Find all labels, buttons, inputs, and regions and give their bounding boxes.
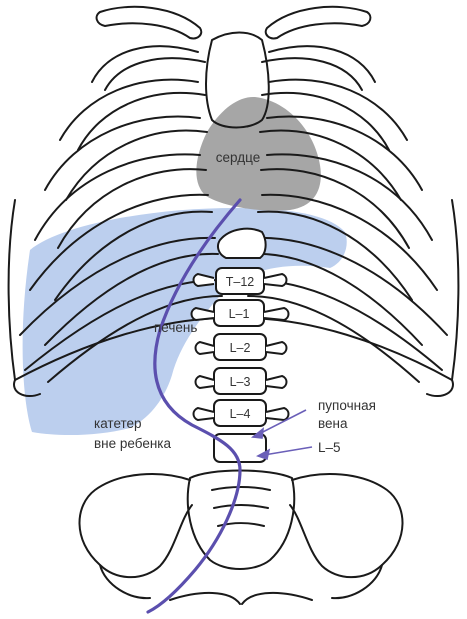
vertebra-label-l3: L–3 (230, 375, 251, 389)
ribcage (7, 5, 460, 398)
pelvis (78, 469, 404, 605)
arrowhead-l5 (256, 448, 271, 461)
vertebra-label-l2: L–2 (230, 341, 251, 355)
vertebra-label-l1: L–1 (229, 307, 250, 321)
l5-label: L–5 (318, 440, 341, 455)
annotation-arrows (250, 409, 313, 461)
catheter-label-line1: катетер (94, 416, 142, 431)
catheter-label-line2: вне ребенка (94, 436, 171, 451)
spine (190, 227, 290, 463)
vertebra-label-t12: T–12 (226, 275, 255, 289)
liver-label: печень (154, 320, 197, 335)
heart-label: сердце (216, 150, 260, 165)
catheter-line (146, 198, 242, 614)
arrowhead-umbilical (250, 427, 265, 439)
heart-region (196, 96, 321, 211)
umbilical-vein-label-line2: вена (318, 416, 348, 431)
vertebra-label-l4: L–4 (230, 407, 251, 421)
vertebra-labels: T–12 L–1 L–2 L–3 L–4 (226, 275, 255, 421)
umbilical-vein-label-line1: пупочная (318, 398, 376, 413)
